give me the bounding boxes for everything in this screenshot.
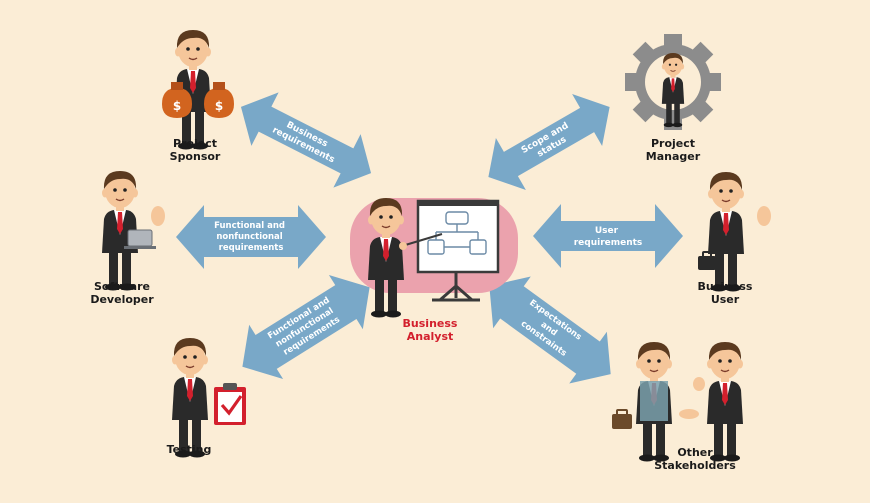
arrow-user: User requirements (533, 204, 683, 268)
tester-figure (171, 337, 209, 459)
stakeholder-figure-left (635, 341, 673, 463)
business-user-figure (707, 171, 745, 293)
briefcase-icon-other (612, 409, 632, 429)
money-bag-icon: $ $ (162, 82, 234, 118)
arrow-developer-line2: nonfunctional (216, 232, 282, 242)
label-project-manager: Project Manager (645, 137, 701, 163)
label-testing: Testing (166, 443, 212, 456)
svg-text:$: $ (173, 99, 181, 113)
project-manager-node (625, 34, 721, 130)
waving-hand-icon (151, 206, 165, 226)
arrow-user-line1: User (595, 226, 619, 236)
label-software-developer: Software Developer (90, 280, 154, 306)
arrow-user-line2: requirements (574, 238, 643, 248)
briefcase-icon (698, 251, 716, 270)
arrow-developer-line3: requirements (219, 243, 284, 253)
arrow-developer: Functional and nonfunctional requirement… (176, 205, 326, 269)
waving-hand-icon-user (757, 206, 771, 226)
other-stakeholders-node (612, 341, 744, 463)
testing-node (171, 337, 246, 459)
svg-text:Functional and nonfuncti: Functional and nonfunctional requirement… (214, 221, 288, 253)
checklist-clipboard-icon (214, 383, 246, 425)
svg-text:User requirements: User requirements (574, 226, 643, 248)
flowchart-icon (427, 211, 487, 255)
arrow-manager: Scope and status (488, 94, 610, 190)
label-business-user: Business User (697, 280, 753, 306)
label-other-stakeholders: Other Stakeholders (654, 446, 736, 472)
thumbs-up-icon (693, 377, 705, 391)
business-analyst-node (350, 197, 518, 319)
presentation-board-icon (416, 199, 500, 302)
label-project-sponsor: Project Sponsor (169, 137, 221, 163)
business-user-node (698, 171, 771, 293)
svg-text:$: $ (215, 99, 223, 113)
project-sponsor-node: $ $ (162, 29, 234, 151)
laptop-icon (124, 229, 156, 249)
software-developer-node (101, 170, 165, 292)
arrow-developer-line1: Functional and (214, 221, 285, 231)
stakeholder-figure-right (706, 341, 744, 463)
handshake-icon (679, 409, 699, 419)
label-business-analyst: Business Analyst (402, 317, 458, 343)
arrow-sponsor: Business requirements (240, 92, 372, 188)
business-analyst-figure (367, 197, 405, 319)
pointer-stick (401, 233, 443, 247)
